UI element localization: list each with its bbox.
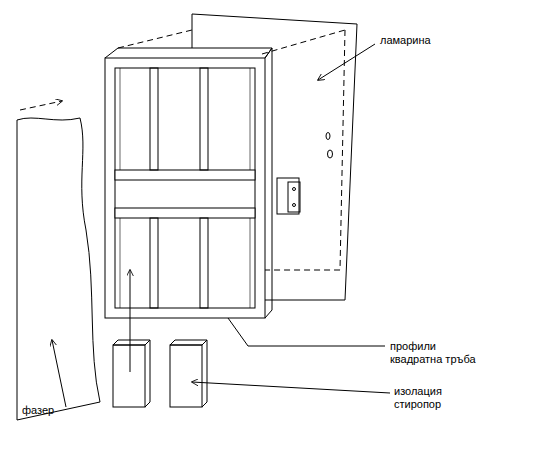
part-label: изолация стиропор xyxy=(394,385,454,411)
part-label: профили квадратна тръба xyxy=(390,340,485,366)
plywood-panel xyxy=(17,101,100,420)
styrofoam-blocks xyxy=(113,270,207,407)
leader-lines xyxy=(52,44,390,407)
part-label: ламарина xyxy=(380,34,431,47)
part-label: фазер xyxy=(22,404,54,417)
